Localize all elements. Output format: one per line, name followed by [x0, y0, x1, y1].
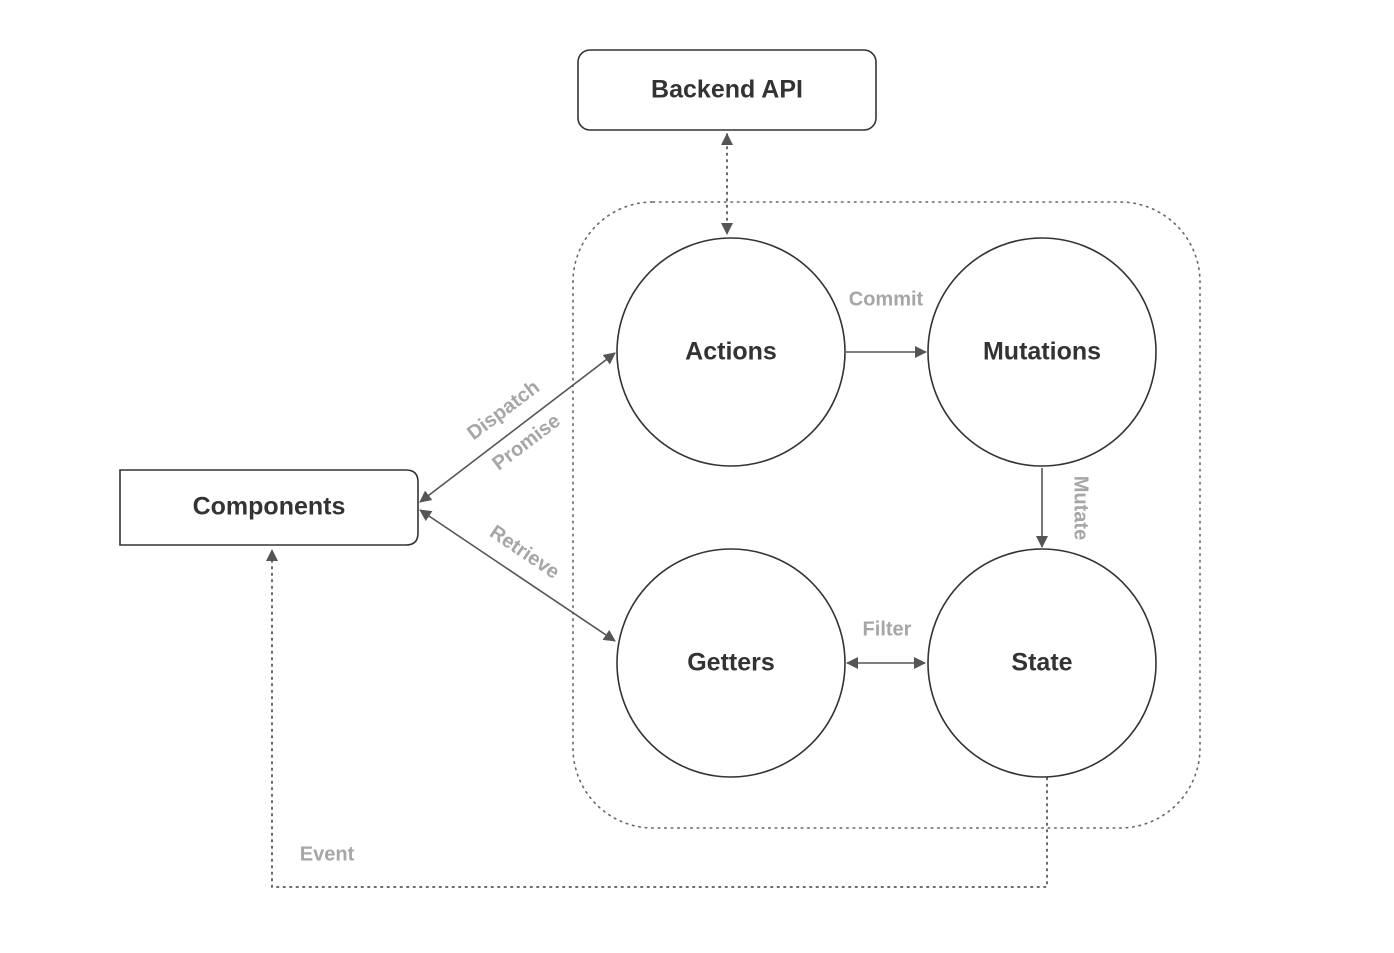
retrieve-label: Retrieve	[486, 521, 564, 583]
mutations-node: Mutations	[927, 237, 1157, 467]
mutate-label: Mutate	[1070, 476, 1092, 540]
commit-label: Commit	[849, 288, 924, 310]
event-edge	[266, 549, 1048, 888]
mutations-circle	[927, 237, 1157, 467]
actions-node: Actions	[616, 237, 846, 467]
getters-node: Getters	[616, 548, 846, 778]
backend-api-node: Backend API	[577, 49, 877, 131]
event-label: Event	[300, 843, 355, 865]
actions-label: Actions	[685, 338, 777, 366]
getters-circle	[616, 548, 846, 778]
components-node: Components	[119, 469, 419, 546]
components-box-shape	[119, 469, 419, 546]
mutations-label: Mutations	[983, 338, 1101, 366]
state-label: State	[1011, 649, 1072, 677]
backend-api-box	[577, 49, 877, 131]
actions-circle	[616, 237, 846, 467]
state-node: State	[927, 548, 1157, 778]
components-label: Components	[193, 493, 346, 521]
state-circle	[927, 548, 1157, 778]
filter-label: Filter	[863, 618, 912, 640]
dispatch-promise-edge	[419, 352, 616, 503]
getters-label: Getters	[687, 649, 775, 677]
retrieve-edge	[419, 509, 616, 642]
backend-api-label: Backend API	[651, 76, 803, 104]
